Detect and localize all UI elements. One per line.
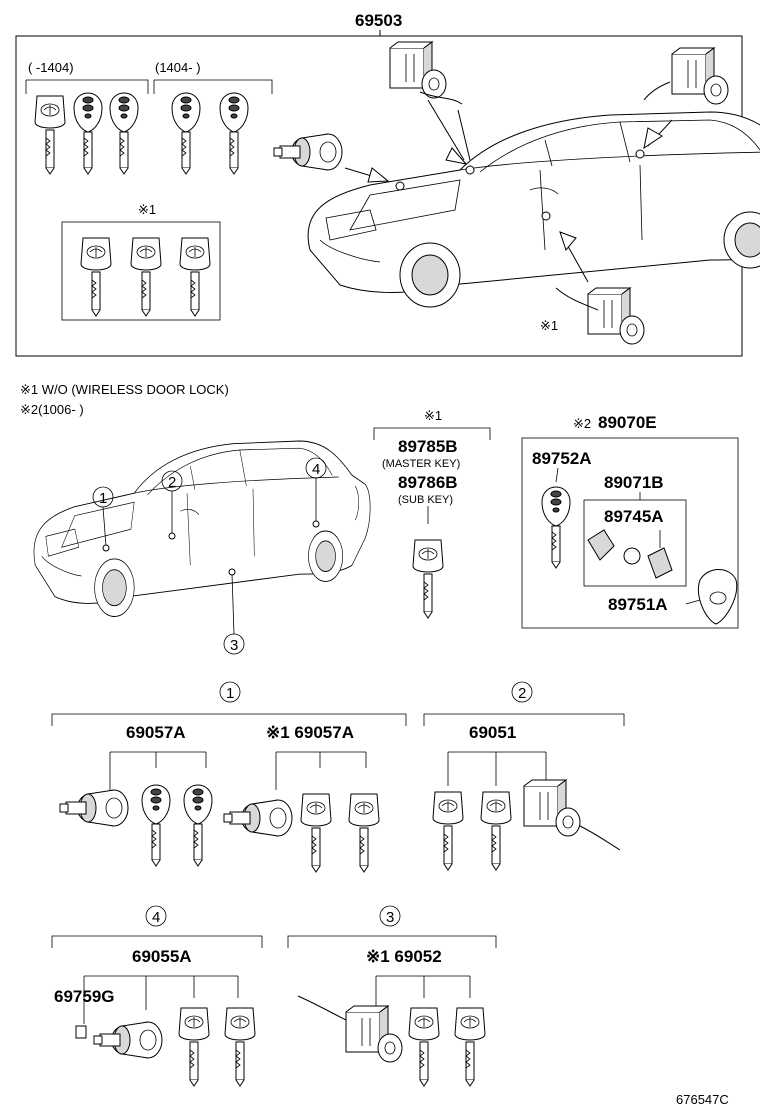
note-mark-1: ※1 [138,202,156,217]
label-69503: 69503 [355,11,402,30]
key-box-wo-wireless [61,221,221,321]
kit-inner-box-89071B [583,499,687,587]
label-69051: 69051 [469,723,516,742]
label-69759G: 69759G [54,987,115,1006]
top-key-group-b [171,92,249,175]
label-89785B: 89785B [398,437,458,456]
note-1: ※1 W/O (WIRELESS DOOR LOCK) [20,382,229,397]
label-89751A: 89751A [608,595,668,614]
kit-box-89070E [521,437,739,629]
kit-mark: ※2 [573,416,591,431]
label-wo-69052: ※1 69052 [366,947,442,966]
diagram-code: 676547C [676,1092,729,1107]
group-2-callout: 2 [518,685,526,702]
top-callout-note: ※1 [540,318,558,333]
label-89071B: 89071B [604,473,664,492]
label-master-key: (MASTER KEY) [382,458,460,470]
group-4-callout: 4 [152,909,160,926]
callout-4: 4 [312,461,320,478]
callout-3: 3 [230,637,238,654]
label-89786B: 89786B [398,473,458,492]
range-label-a: ( -1404) [28,60,74,75]
label-89745A: 89745A [604,507,664,526]
callout-1: 1 [99,490,107,507]
range-label-b: (1404- ) [155,60,201,75]
label-wo-69057A: ※1 69057A [266,723,354,742]
group-3-callout: 3 [386,909,394,926]
label-89070E: 89070E [598,413,657,432]
label-69057A: 69057A [126,723,186,742]
top-car-illustration [307,111,760,308]
callout-2: 2 [168,474,176,491]
group-1-callout: 1 [226,685,234,702]
note-2: ※2(1006- ) [20,402,84,417]
top-key-group-a [34,92,139,175]
label-89752A: 89752A [532,449,592,468]
label-sub-key: (SUB KEY) [398,494,453,506]
label-69055A: 69055A [132,947,192,966]
key-note-mark: ※1 [424,408,442,423]
